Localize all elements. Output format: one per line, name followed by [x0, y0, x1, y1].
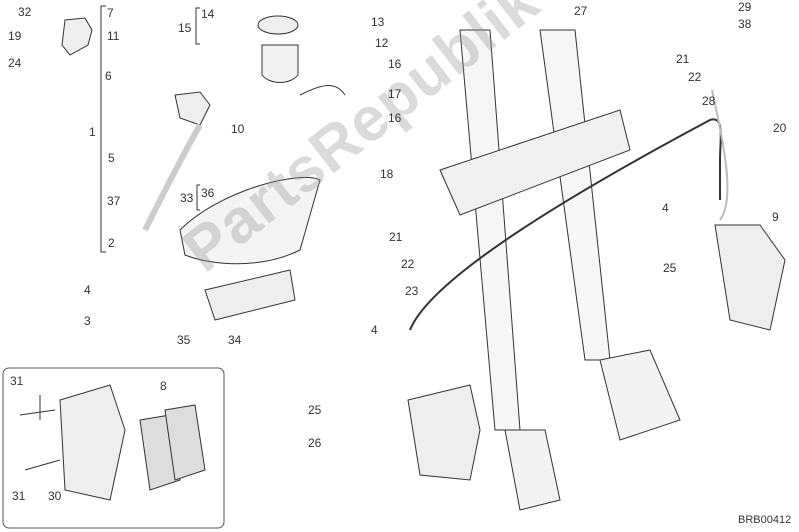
callout-4c: 4	[84, 283, 91, 297]
diagram-code: BRB00412	[738, 514, 792, 526]
callout-15: 15	[178, 21, 192, 35]
callout-26: 26	[308, 436, 322, 450]
callout-23: 23	[405, 284, 419, 298]
callout-32: 32	[18, 5, 32, 19]
callout-21b: 21	[389, 230, 403, 244]
callout-2: 2	[108, 236, 115, 250]
brake-line-2	[711, 89, 729, 221]
callout-9: 9	[772, 210, 779, 224]
inset-caliper	[59, 384, 126, 501]
reservoir-cap	[257, 15, 299, 35]
callout-25b: 25	[308, 403, 322, 417]
callout-21: 21	[676, 52, 690, 66]
callout-13: 13	[371, 15, 385, 29]
callout-22: 22	[688, 70, 702, 84]
fork-left	[459, 29, 521, 431]
callout-31: 31	[10, 374, 24, 388]
callout-27: 27	[574, 4, 588, 18]
caliper-right	[714, 224, 786, 331]
callout-37: 37	[107, 194, 121, 208]
callout-34: 34	[228, 333, 242, 347]
callout-30: 30	[48, 489, 62, 503]
callout-6: 6	[105, 69, 112, 83]
inset-box	[2, 367, 225, 529]
callout-14: 14	[201, 7, 215, 21]
callout-11: 11	[107, 29, 120, 43]
callout-16b: 16	[388, 111, 402, 125]
hose-part	[299, 85, 346, 96]
group-33-bracket	[196, 184, 200, 211]
callout-24: 24	[8, 56, 22, 70]
callout-3: 3	[84, 314, 91, 328]
callout-12: 12	[375, 36, 389, 50]
brake-lever-part	[142, 123, 203, 232]
callout-7: 7	[107, 6, 114, 20]
callout-1: 1	[89, 125, 96, 139]
switch-housing-part	[61, 17, 93, 56]
reservoir-part	[261, 44, 299, 83]
callout-36: 36	[201, 186, 215, 200]
callout-18: 18	[380, 167, 394, 181]
group-1-bracket	[100, 5, 106, 253]
inset-pins	[19, 395, 61, 471]
callout-25: 25	[663, 261, 677, 275]
guard-lower-part	[204, 269, 296, 321]
callout-10: 10	[231, 122, 245, 136]
callout-16: 16	[388, 57, 402, 71]
fork-clamp	[439, 109, 631, 216]
callout-33: 33	[180, 191, 194, 205]
callout-29: 29	[738, 0, 752, 14]
callout-8: 8	[160, 379, 167, 393]
callout-28: 28	[702, 94, 716, 108]
callout-19: 19	[8, 29, 22, 43]
master-cylinder-part	[174, 91, 211, 126]
brake-pad-2	[164, 404, 206, 481]
callout-31b: 31	[12, 489, 26, 503]
group-15-bracket	[195, 7, 200, 45]
callout-17: 17	[388, 87, 402, 101]
fork-foot-right	[599, 349, 681, 441]
callout-38: 38	[738, 17, 752, 31]
callout-5: 5	[108, 151, 115, 165]
callout-22b: 22	[401, 257, 415, 271]
caliper-left	[407, 384, 481, 481]
callout-4: 4	[662, 201, 669, 215]
fork-foot-left	[504, 429, 561, 511]
callout-35: 35	[177, 333, 191, 347]
lever-guard-part	[179, 176, 321, 265]
callout-20: 20	[773, 121, 787, 135]
callout-4b: 4	[371, 323, 378, 337]
